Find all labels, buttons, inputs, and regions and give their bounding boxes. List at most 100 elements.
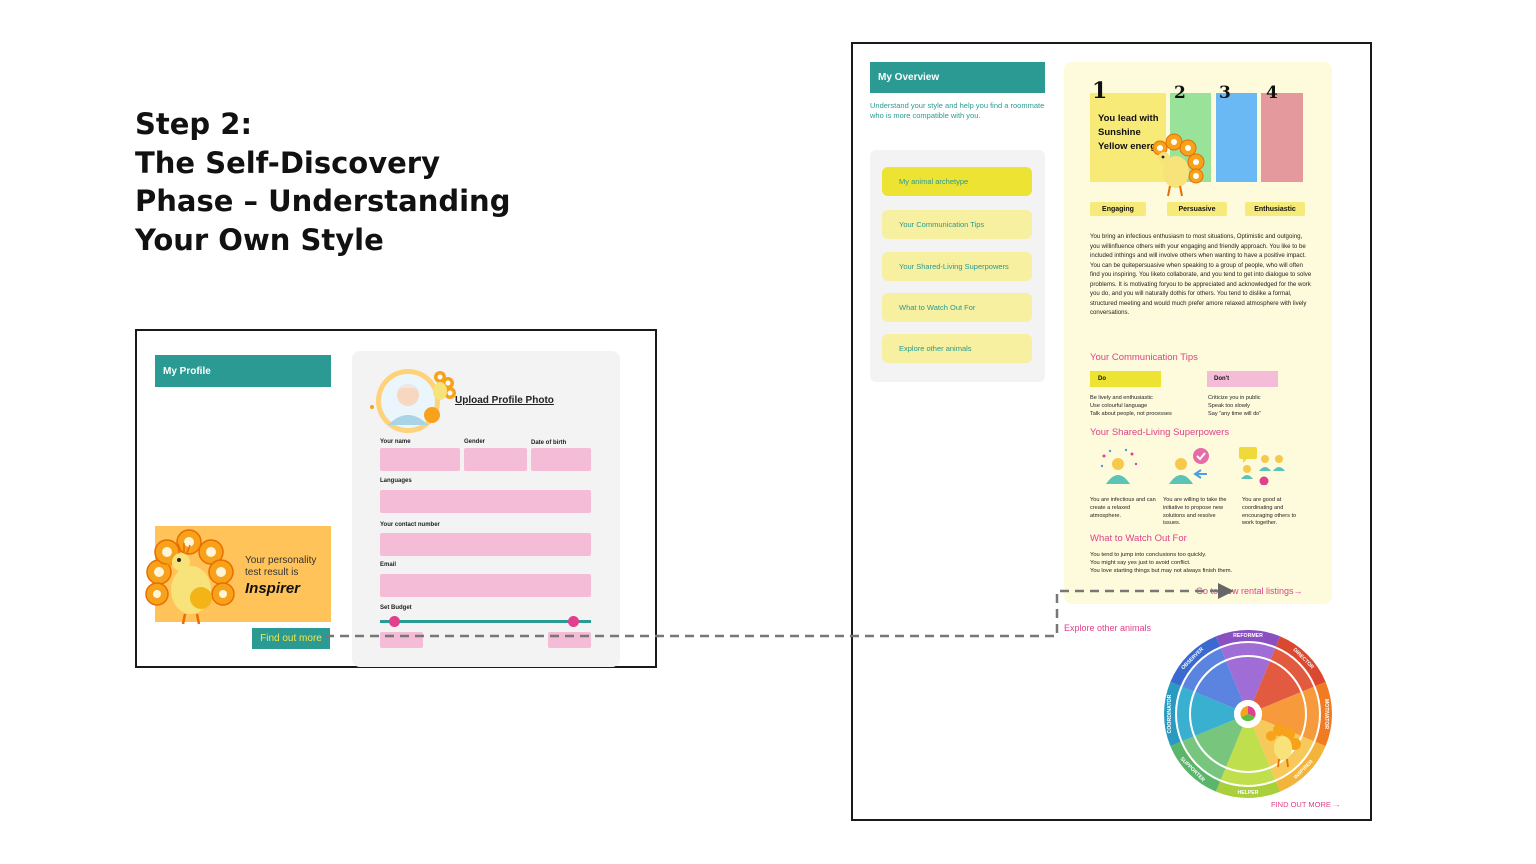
dont-item: Speak too slowly [1208, 403, 1250, 409]
sparkle-person-icon [1100, 448, 1138, 484]
nav-item-superpowers[interactable]: Your Shared-Living Superpowers [882, 252, 1032, 281]
dont-item: Say “any time will do” [1208, 411, 1262, 417]
personality-result: Inspirer [245, 580, 301, 597]
name-label: Your name [380, 439, 411, 445]
communication-tips-title: Your Communication Tips [1090, 352, 1198, 363]
step-heading: Step 2: The Self-Discovery Phase – Under… [135, 105, 555, 259]
watch-out-list: You tend to jump into conclusions too qu… [1090, 551, 1320, 575]
wheel-segment-director[interactable] [1253, 648, 1314, 709]
wheel-label-coordinator: COORDINATOR [1167, 694, 1173, 733]
do-list: Be lively and enthusiastic Use colourful… [1090, 394, 1200, 418]
watch-out-item: You might say yes just to avoid conflict… [1090, 560, 1191, 566]
do-item: Be lively and enthusiastic [1090, 395, 1153, 401]
nav-item-explore-animals[interactable]: Explore other animals [882, 334, 1032, 363]
overview-nav: My animal archetype Your Communication T… [870, 150, 1045, 382]
dont-label: Don't [1207, 371, 1278, 387]
animal-wheel[interactable]: REFORMERDIRECTORMOTIVATORINSPIRERHELPERS… [1163, 629, 1333, 799]
superpower-item: You are infectious and can create a rela… [1090, 497, 1156, 519]
find-out-more-button[interactable]: Find out more [252, 628, 330, 649]
dob-label: Date of birth [531, 440, 567, 446]
languages-label: Languages [380, 478, 412, 484]
wheel-ring-reformer[interactable] [1215, 630, 1281, 647]
dont-item: Criticize you in public [1208, 395, 1261, 401]
gender-label: Gender [464, 439, 486, 445]
wheel-ring-helper[interactable] [1215, 781, 1281, 798]
contact-label: Your contact number [380, 522, 440, 528]
wheel-label-helper: HELPER [1237, 790, 1258, 796]
profile-screen: My Profile Your personality test result … [135, 329, 657, 668]
gender-field[interactable] [464, 448, 527, 471]
watch-out-item: You love starting things but may not alw… [1090, 568, 1233, 574]
team-coordination-icon [1239, 447, 1285, 485]
wheel-ring-coordinator[interactable] [1164, 681, 1181, 747]
superpower-item: You are good at coordinating and encoura… [1242, 497, 1297, 527]
nav-item-communication-tips[interactable]: Your Communication Tips [882, 210, 1032, 239]
overview-description: Understand your style and help you find … [870, 101, 1045, 120]
profile-form: Upload Profile Photo Your name Gender Da… [352, 351, 620, 667]
budget-max-field[interactable] [548, 632, 591, 648]
view-rental-listings-link[interactable]: Go to view rental listings→ [1196, 586, 1303, 596]
superpowers-title: Your Shared-Living Superpowers [1090, 427, 1230, 438]
do-label: Do [1090, 371, 1161, 387]
trait-persuasive: Persuasive [1167, 202, 1227, 216]
lead-energy-text: You lead with Sunshine Yellow energy [1098, 113, 1162, 152]
rank-4-bar [1261, 93, 1303, 182]
rank-3-number: 3 [1219, 83, 1231, 103]
wheel-ring-supporter[interactable] [1170, 741, 1221, 792]
trait-engaging: Engaging [1090, 202, 1146, 216]
wheel-ring-observer[interactable] [1170, 636, 1221, 687]
overview-content: 1 2 3 4 You lead with Sunshine Yellow en… [1064, 62, 1332, 604]
heading-line-4: Your Own Style [135, 222, 384, 257]
rank-3-bar [1216, 93, 1257, 182]
peacock-icon [145, 529, 235, 625]
budget-slider-track[interactable] [380, 620, 591, 623]
overview-screen: My Overview Understand your style and he… [851, 42, 1372, 821]
budget-max-handle[interactable] [568, 616, 579, 627]
nav-item-animal-archetype[interactable]: My animal archetype [882, 167, 1032, 196]
superpower-item: You are willing to take the initiative t… [1163, 497, 1227, 527]
languages-field[interactable] [380, 490, 591, 513]
archetype-description: You bring an infectious enthusiasm to mo… [1090, 233, 1312, 316]
avatar[interactable] [370, 363, 462, 435]
heading-line-2: The Self-Discovery [135, 145, 440, 180]
heading-line-1: Step 2: [135, 107, 253, 141]
find-out-more-link[interactable]: FIND OUT MORE → [1271, 800, 1341, 809]
wheel-label-reformer: REFORMER [1233, 633, 1263, 639]
do-item: Talk about people, not processes [1090, 411, 1172, 417]
rank-4-number: 4 [1266, 83, 1278, 103]
peacock-icon [1266, 724, 1301, 768]
rank-1-number: 1 [1092, 78, 1108, 104]
budget-label: Set Budget [380, 605, 412, 611]
wheel-segment-observer[interactable] [1182, 648, 1243, 709]
dob-field[interactable] [531, 448, 591, 471]
center-logo-icon [1240, 706, 1256, 722]
contact-field[interactable] [380, 533, 591, 556]
initiative-person-icon [1169, 448, 1209, 484]
rank-2-number: 2 [1174, 83, 1186, 103]
wheel-ring-director[interactable] [1275, 636, 1326, 687]
trait-enthusiastic: Enthusiastic [1245, 202, 1305, 216]
do-item: Use colourful language [1090, 403, 1148, 409]
personality-card: Your personality test result is Inspirer [145, 526, 331, 625]
peacock-icon [433, 371, 456, 400]
watch-out-item: You tend to jump into conclusions too qu… [1090, 552, 1207, 558]
upload-photo-link[interactable]: Upload Profile Photo [455, 395, 554, 406]
explore-other-animals-link[interactable]: Explore other animals [1064, 623, 1152, 633]
budget-min-handle[interactable] [389, 616, 400, 627]
peacock-icon [1152, 133, 1205, 197]
email-field[interactable] [380, 574, 591, 597]
watch-out-title: What to Watch Out For [1090, 533, 1187, 544]
wheel-ring-motivator[interactable] [1315, 681, 1332, 747]
wheel-ring-inspirer[interactable] [1275, 741, 1326, 792]
personality-text: Your personality test result is [245, 555, 317, 578]
heading-line-3: Phase – Understanding [135, 184, 511, 218]
profile-header: My Profile [155, 355, 331, 387]
wheel-segment-supporter[interactable] [1182, 719, 1243, 780]
rank-1-bar [1090, 93, 1166, 182]
name-field[interactable] [380, 448, 460, 471]
wheel-label-motivator: MOTIVATOR [1323, 699, 1329, 730]
nav-item-watch-out[interactable]: What to Watch Out For [882, 293, 1032, 322]
overview-header: My Overview [870, 62, 1045, 93]
budget-min-field[interactable] [380, 632, 423, 648]
dont-list: Criticize you in public Speak too slowly… [1208, 394, 1318, 418]
